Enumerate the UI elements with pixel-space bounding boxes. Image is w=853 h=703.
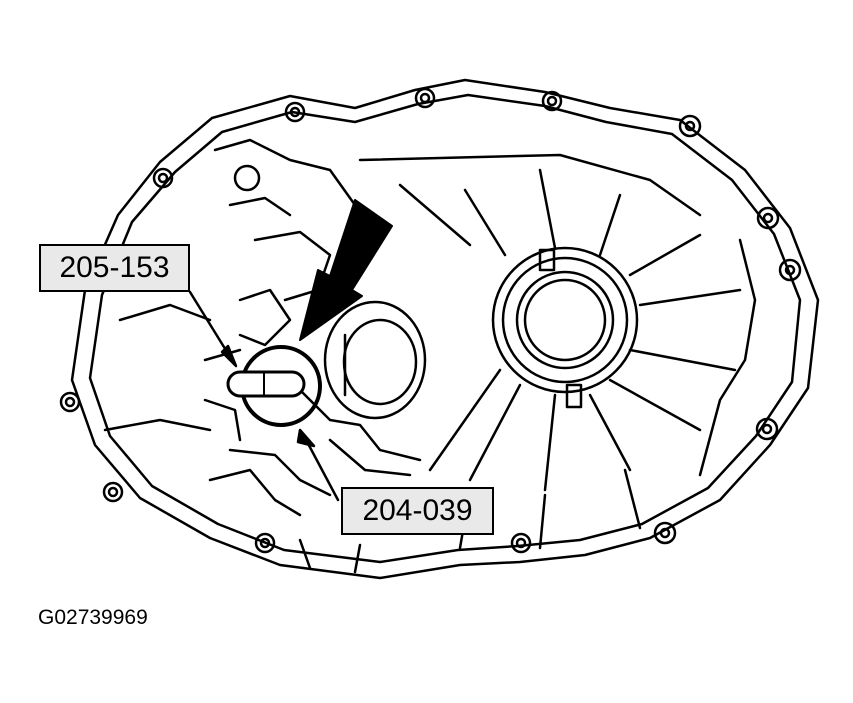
bearing-bore bbox=[491, 246, 639, 409]
casting-details bbox=[103, 138, 422, 574]
callout-204-039: 204-039 bbox=[341, 487, 494, 535]
housing-inner-outline bbox=[88, 93, 802, 564]
arrowhead-icon bbox=[302, 434, 340, 502]
reinforcement-ribs bbox=[358, 153, 757, 550]
shift-bore bbox=[323, 300, 427, 420]
callout-label: 205-153 bbox=[59, 251, 170, 284]
callout-205-153: 205-153 bbox=[39, 244, 190, 292]
bolt-holes bbox=[59, 87, 802, 554]
housing-outline bbox=[70, 78, 820, 580]
callout-label: 204-039 bbox=[362, 494, 473, 527]
pin-shape bbox=[226, 370, 306, 398]
pointer-arrow-icon bbox=[299, 199, 393, 341]
figure-id: G02739969 bbox=[38, 606, 148, 629]
